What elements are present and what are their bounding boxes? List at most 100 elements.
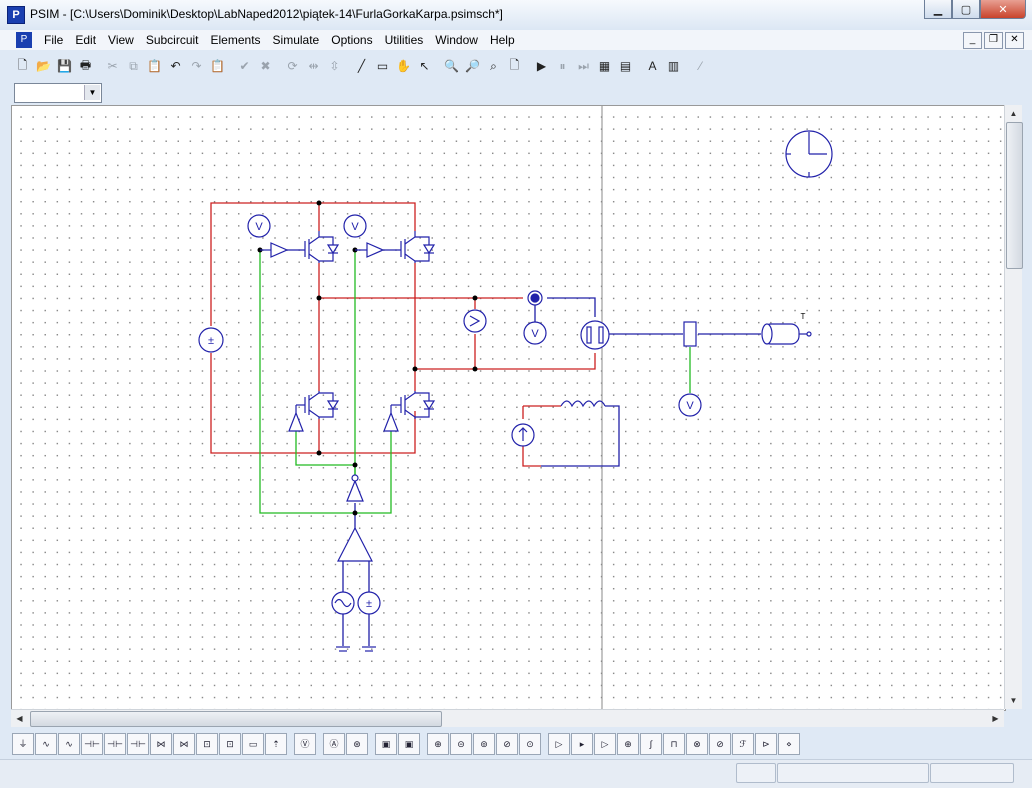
limiter-button[interactable]: ⊓ [663, 733, 685, 755]
pause-button[interactable]: ⏸ [552, 56, 573, 77]
menu-file[interactable]: File [44, 33, 64, 47]
restore-icon: ❐ [989, 34, 998, 45]
new-button[interactable]: 🗋 [12, 56, 33, 77]
ground-button[interactable]: ⏚ [12, 733, 34, 755]
title-bar[interactable]: P PSIM - [C:\Users\Dominik\Desktop\LabNa… [0, 0, 1032, 31]
print-button[interactable]: 🖶 [75, 56, 96, 77]
menu-subcircuit[interactable]: Subcircuit [145, 33, 199, 47]
scroll-right-icon[interactable]: ▶ [992, 714, 999, 723]
menu-window[interactable]: Window [435, 33, 478, 47]
clipboard-button[interactable]: 📋 [207, 56, 228, 77]
scroll-left-icon[interactable]: ◀ [16, 714, 23, 723]
cross-button[interactable]: ✖ [255, 56, 276, 77]
menu-view[interactable]: View [108, 33, 134, 47]
integrator-button[interactable]: ∫ [640, 733, 662, 755]
ammeter-button[interactable]: Ⓐ [323, 733, 345, 755]
voltmeter-button[interactable]: Ⓥ [294, 733, 316, 755]
status-pane [930, 763, 1014, 783]
horizontal-scroll-thumb[interactable] [30, 711, 442, 727]
maximize-button[interactable]: ▢ [952, 0, 980, 19]
label-button[interactable]: ▭ [372, 56, 393, 77]
rotate-button[interactable]: ⟳ [282, 56, 303, 77]
document-minimize-button[interactable]: _ [963, 32, 982, 49]
flip-vertical-button[interactable]: ⇳ [324, 56, 345, 77]
open-button[interactable]: 📂 [33, 56, 54, 77]
current-probe-button[interactable]: ⊛ [346, 733, 368, 755]
ac-source-button[interactable]: ⊝ [450, 733, 472, 755]
resistor-2-button[interactable]: ▭ [242, 733, 264, 755]
gain-button[interactable]: ▷ [594, 733, 616, 755]
summer-button[interactable]: ⊕ [617, 733, 639, 755]
save-button[interactable]: 💾 [54, 56, 75, 77]
capacitor-3-button[interactable]: ⊣⊢ [127, 733, 149, 755]
zoom-in-button[interactable]: 🔍 [441, 56, 462, 77]
text-button[interactable]: A [642, 56, 663, 77]
element-selector-dropdown[interactable]: ▼ [14, 83, 102, 103]
dc-source-button[interactable]: ⊕ [427, 733, 449, 755]
equation-button[interactable]: ⁄ [690, 56, 711, 77]
triangle-source-button[interactable]: ⊘ [496, 733, 518, 755]
minimize-button[interactable]: ▁ [924, 0, 952, 19]
undo-button[interactable]: ↶ [165, 56, 186, 77]
menu-elements[interactable]: Elements [210, 33, 261, 47]
capacitor-2-button[interactable]: ⊣⊢ [104, 733, 126, 755]
document-restore-button[interactable]: ❐ [984, 32, 1003, 49]
chevron-down-icon[interactable]: ▼ [84, 85, 100, 100]
fit-page-button[interactable]: 🗋 [504, 56, 525, 77]
diode-button[interactable]: ⇡ [265, 733, 287, 755]
switch-button[interactable]: ⊡ [196, 733, 218, 755]
thyristor-icon: ⋈ [156, 739, 166, 749]
scroll-up-icon[interactable]: ▲ [1009, 109, 1018, 118]
element-list-button[interactable]: ▥ [663, 56, 684, 77]
switch-controller-button[interactable]: ⊳ [755, 733, 777, 755]
transfer-function-icon: ℱ [739, 739, 747, 749]
capacitor-button[interactable]: ⊣⊢ [81, 733, 103, 755]
menu-simulate[interactable]: Simulate [272, 33, 320, 47]
step-button[interactable]: ⏭ [573, 56, 594, 77]
element-list-icon: ▥ [667, 59, 680, 73]
scope-2-button[interactable]: ▣ [398, 733, 420, 755]
vertical-scrollbar[interactable]: ▲ ▼ [1004, 105, 1023, 709]
multiplier-button[interactable]: ⊗ [686, 733, 708, 755]
comparator-button[interactable]: ▷ [548, 733, 570, 755]
inductor-button[interactable]: ∿ [58, 733, 80, 755]
copy-button[interactable]: ⧉ [123, 56, 144, 77]
menu-help[interactable]: Help [489, 33, 515, 47]
pan-hand-button[interactable]: ✋ [393, 56, 414, 77]
menu-options[interactable]: Options [331, 33, 373, 47]
switch-2-button[interactable]: ⊡ [219, 733, 241, 755]
zoom-area-button[interactable]: ⌕ [483, 56, 504, 77]
save-icon: 💾 [57, 59, 72, 73]
menu-utilities[interactable]: Utilities [384, 33, 424, 47]
minimize-icon: ▁ [933, 3, 943, 16]
thyristor-button[interactable]: ⋈ [150, 733, 172, 755]
square-source-button[interactable]: ⊙ [519, 733, 541, 755]
vertical-scroll-thumb[interactable] [1006, 122, 1023, 269]
select-arrow-button[interactable]: ↖ [414, 56, 435, 77]
zoom-out-button[interactable]: 🔎 [462, 56, 483, 77]
igbt-button[interactable]: ⋈ [173, 733, 195, 755]
run-simulation-button[interactable]: ▶ [531, 56, 552, 77]
paste-button[interactable]: 📋 [144, 56, 165, 77]
scope-button[interactable]: ▣ [375, 733, 397, 755]
zero-order-hold-button[interactable]: ▸ [571, 733, 593, 755]
schematic-canvas[interactable]: V V V V ± ± T [11, 105, 1006, 711]
resistor-button[interactable]: ∿ [35, 733, 57, 755]
document-icon[interactable]: P [16, 32, 32, 48]
simview-button[interactable]: ▦ [594, 56, 615, 77]
transfer-function-button[interactable]: ℱ [732, 733, 754, 755]
check-button[interactable]: ✔ [234, 56, 255, 77]
on-off-controller-button[interactable]: ⋄ [778, 733, 800, 755]
scroll-down-icon[interactable]: ▼ [1009, 696, 1018, 705]
flip-horizontal-button[interactable]: ⇹ [303, 56, 324, 77]
current-source-button[interactable]: ⊚ [473, 733, 495, 755]
horizontal-scrollbar[interactable]: ◀ ▶ [11, 709, 1004, 727]
parameter-file-button[interactable]: ▤ [615, 56, 636, 77]
menu-edit[interactable]: Edit [75, 33, 97, 47]
divider-button[interactable]: ⊘ [709, 733, 731, 755]
document-close-button[interactable]: ✕ [1005, 32, 1024, 49]
close-button[interactable]: ✕ [980, 0, 1026, 19]
redo-button[interactable]: ↷ [186, 56, 207, 77]
wire-button[interactable]: ╱ [351, 56, 372, 77]
cut-button[interactable]: ✂ [102, 56, 123, 77]
